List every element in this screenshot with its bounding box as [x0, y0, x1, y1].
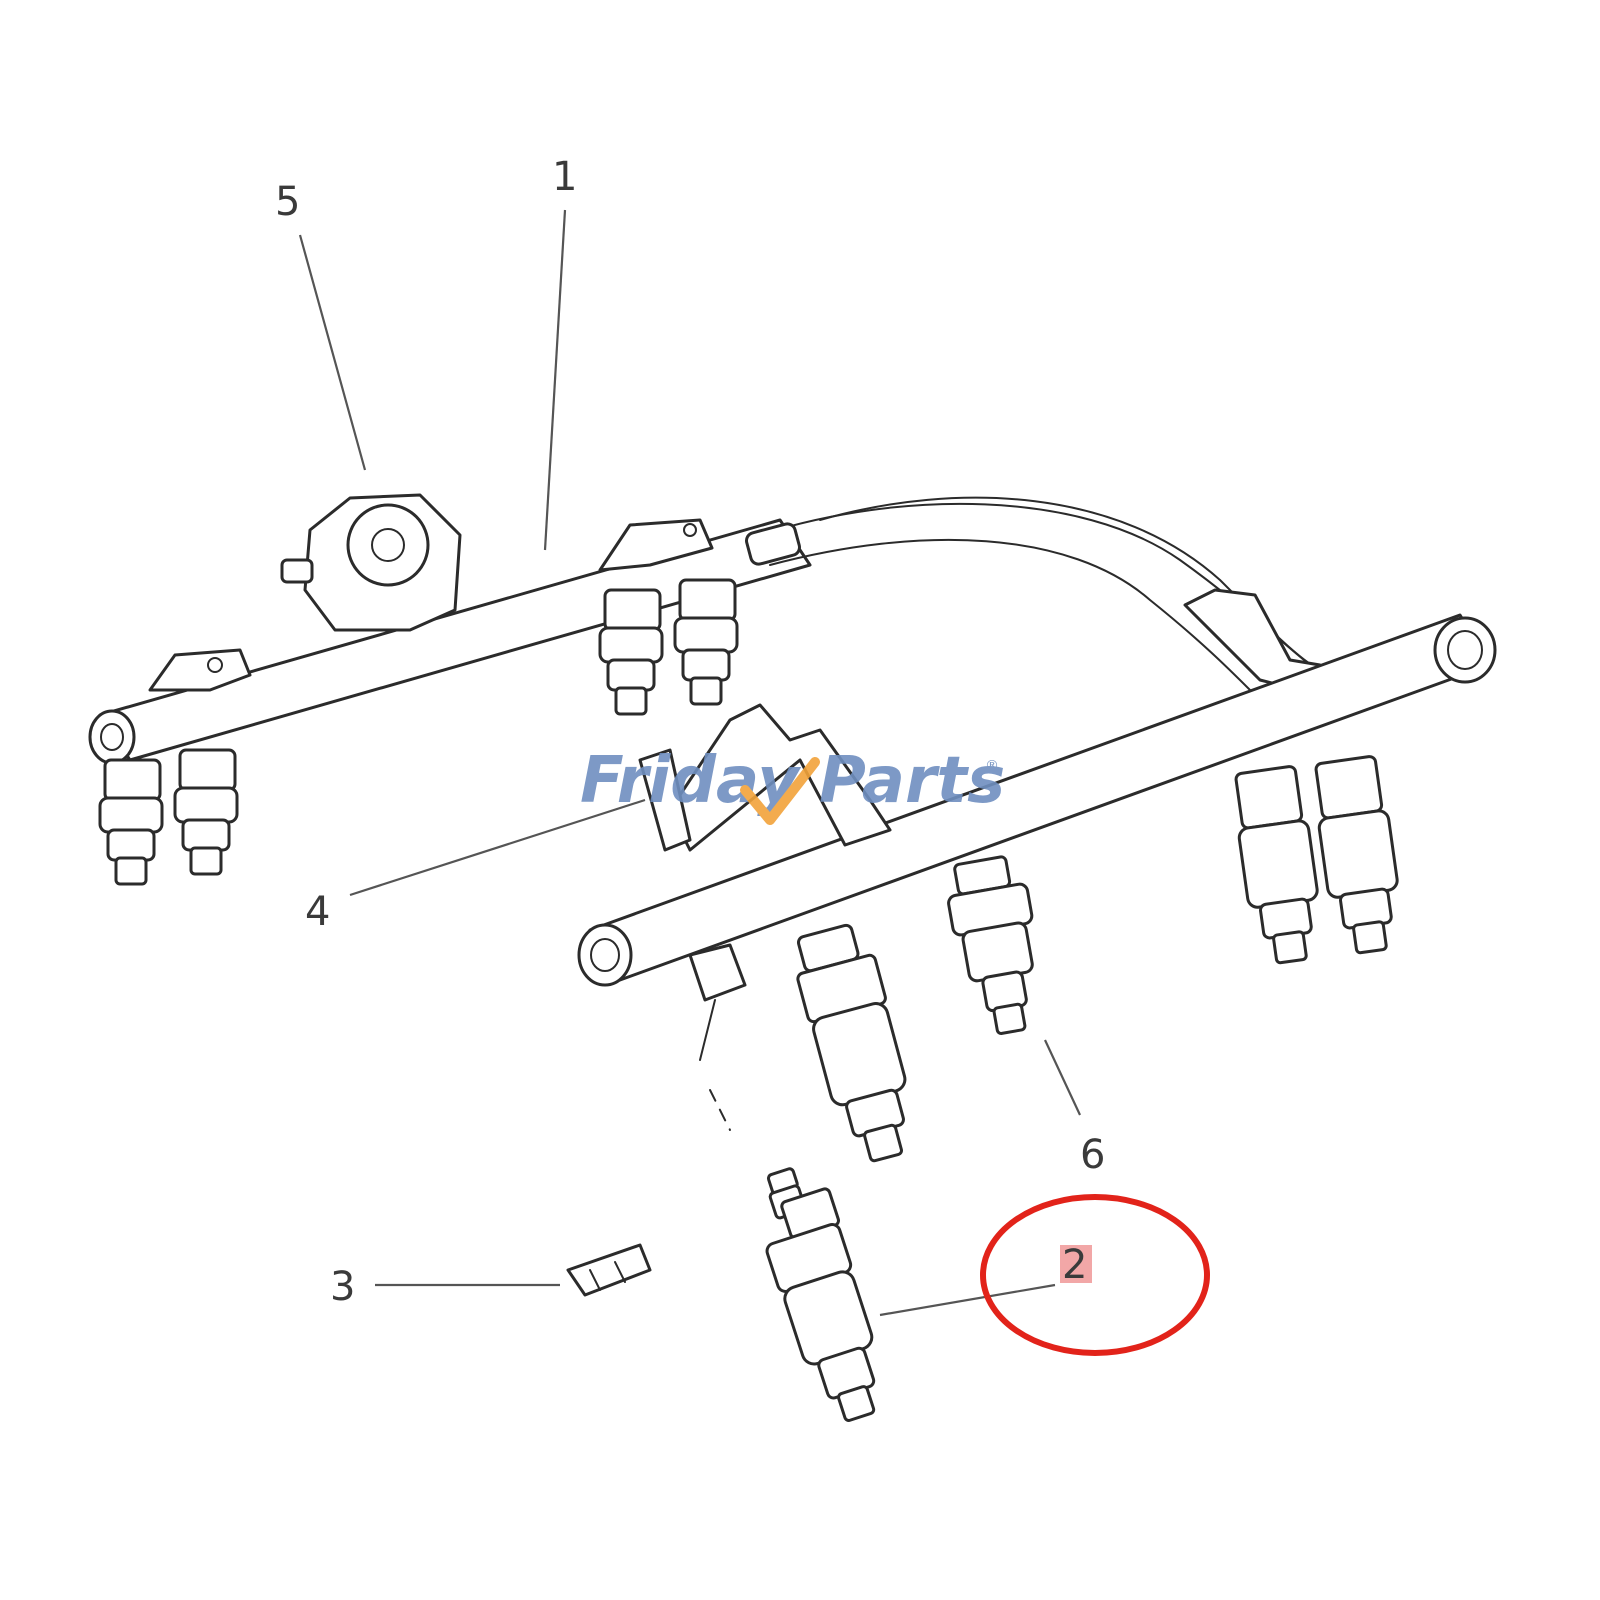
injector-part-6 [947, 855, 1034, 1035]
injector-front-on-rail [796, 923, 907, 1163]
injectors-lower-right [1234, 755, 1399, 965]
injector-seal [688, 943, 747, 1131]
injector-part-2 [765, 1167, 876, 1422]
leader-line-1 [543, 209, 567, 551]
watermark-part-b: Parts [819, 744, 1005, 818]
callout-3: 3 [330, 1264, 355, 1310]
watermark-reg-mark: ® [985, 758, 999, 774]
retaining-clip [566, 1243, 652, 1297]
watermark-part-a: Friday [580, 744, 801, 818]
leader-line-2 [879, 1283, 1056, 1317]
watermark-check-icon [740, 757, 820, 825]
injectors-upper-left [98, 748, 239, 886]
leader-line-5 [298, 234, 367, 471]
pressure-regulator [280, 493, 462, 632]
leader-lines [298, 209, 1081, 1317]
lower-fuel-rail [577, 613, 1497, 987]
leader-line-6 [1044, 1039, 1081, 1116]
upper-fuel-rail [88, 518, 812, 765]
injectors-upper-middle [598, 578, 739, 716]
callout-1: 1 [552, 154, 577, 200]
callout-2: 2 [1062, 1242, 1087, 1288]
crossover-fuel-lines [745, 496, 1331, 692]
highlight-circle [980, 1194, 1210, 1356]
callout-5: 5 [275, 179, 300, 225]
callout-4: 4 [305, 889, 330, 935]
rail-bracket [638, 703, 892, 852]
callout-6: 6 [1080, 1132, 1105, 1178]
highlight-label-bg [1060, 1245, 1092, 1283]
leader-line-4 [349, 798, 646, 897]
